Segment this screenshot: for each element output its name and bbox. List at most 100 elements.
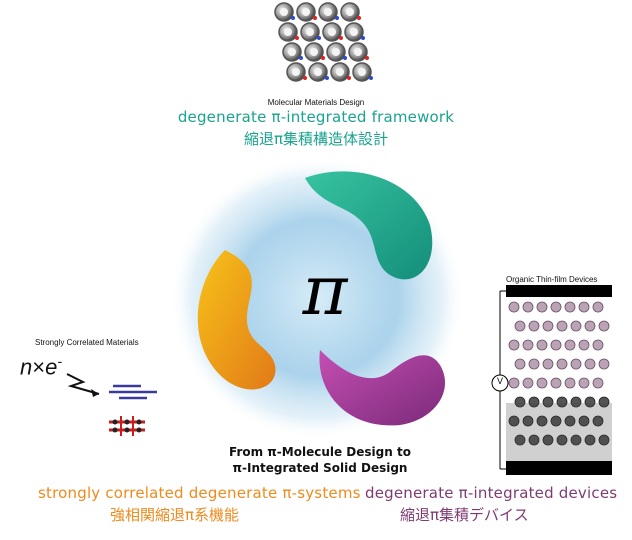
lower-film-region — [506, 403, 612, 461]
electron-formula: n×e- — [20, 353, 62, 380]
formula-e: e — [45, 354, 58, 380]
device-molecule — [556, 358, 568, 370]
framework-pore — [306, 28, 314, 36]
lattice-site — [124, 419, 130, 425]
device-molecule — [578, 377, 590, 389]
voltmeter-icon — [491, 374, 509, 392]
device-molecule — [556, 320, 568, 332]
device-molecule — [598, 434, 610, 446]
correlated-title-en: strongly correlated degenerate π-systems — [38, 484, 361, 502]
lattice-site — [112, 419, 118, 425]
device-molecule — [522, 415, 534, 427]
center-caption-line1: From π-Molecule Design to — [229, 445, 411, 459]
device-molecule — [542, 396, 554, 408]
framework-atom — [365, 56, 369, 60]
correlated-title-jp: 強相関縮退π系機能 — [110, 506, 240, 524]
framework-atom — [343, 56, 347, 60]
device-molecule — [584, 434, 596, 446]
device-molecule — [514, 434, 526, 446]
pi-symbol: π — [302, 252, 348, 331]
device-molecule — [592, 301, 604, 313]
lattice-site — [136, 427, 142, 433]
device-molecule — [556, 396, 568, 408]
device-molecule — [522, 301, 534, 313]
lattice-site — [112, 427, 118, 433]
device-molecule — [508, 377, 520, 389]
lattice-site — [136, 419, 142, 425]
device-molecule — [528, 434, 540, 446]
device-molecule — [542, 358, 554, 370]
framework-atom — [299, 56, 303, 60]
framework-pore — [324, 8, 332, 16]
framework-pore — [336, 68, 344, 76]
molecular-design-caption: Molecular Materials Design — [267, 98, 365, 107]
device-molecule — [592, 377, 604, 389]
device-molecule — [550, 377, 562, 389]
framework-pore — [314, 68, 322, 76]
correlated-materials-caption: Strongly Correlated Materials — [35, 338, 139, 347]
triskelion-emblem — [165, 150, 470, 445]
framework-atom — [335, 16, 339, 20]
device-molecule — [570, 358, 582, 370]
device-molecule — [598, 320, 610, 332]
device-molecule — [536, 415, 548, 427]
framework-atom — [303, 76, 307, 80]
device-molecule — [550, 415, 562, 427]
device-molecule — [564, 377, 576, 389]
device-molecule — [564, 415, 576, 427]
framework-pore — [328, 28, 336, 36]
device-molecule — [584, 320, 596, 332]
device-molecule — [564, 301, 576, 313]
framework-atom — [317, 36, 321, 40]
device-stack-image — [484, 285, 614, 475]
device-molecule — [570, 434, 582, 446]
device-molecule — [550, 301, 562, 313]
device-molecule — [584, 396, 596, 408]
device-molecule — [508, 339, 520, 351]
device-molecule — [528, 358, 540, 370]
device-molecule — [598, 358, 610, 370]
center-caption: From π-Molecule Design to π-Integrated S… — [195, 444, 445, 476]
framework-pore — [346, 8, 354, 16]
framework-pore — [332, 48, 340, 56]
framework-pore — [280, 8, 288, 16]
lattice-site — [124, 427, 130, 433]
arrow-head — [91, 389, 99, 397]
framework-atom — [325, 76, 329, 80]
framework-atom — [357, 16, 361, 20]
device-molecule — [584, 358, 596, 370]
device-molecule — [592, 339, 604, 351]
framework-pore — [284, 28, 292, 36]
thin-film-caption: Organic Thin-film Devices — [506, 275, 598, 284]
purple-blade — [319, 350, 446, 426]
device-molecule — [578, 301, 590, 313]
device-molecule — [514, 396, 526, 408]
device-molecule — [592, 415, 604, 427]
framework-pore — [292, 68, 300, 76]
device-molecule — [528, 320, 540, 332]
device-molecule — [536, 339, 548, 351]
framework-atom — [361, 36, 365, 40]
device-molecule — [542, 320, 554, 332]
bottom-electrode — [506, 461, 612, 475]
center-caption-line2: π-Integrated Solid Design — [232, 461, 408, 475]
device-molecule — [514, 320, 526, 332]
device-molecule — [508, 301, 520, 313]
framework-pore — [350, 28, 358, 36]
device-molecule — [536, 377, 548, 389]
device-molecule — [598, 396, 610, 408]
teal-blade — [305, 171, 433, 280]
device-molecule — [528, 396, 540, 408]
device-molecule — [514, 358, 526, 370]
device-molecule — [542, 434, 554, 446]
device-molecule — [522, 339, 534, 351]
framework-pore — [302, 8, 310, 16]
orange-blade — [197, 250, 276, 390]
device-molecule — [522, 377, 534, 389]
framework-title-jp: 縮退π集積構造体設計 — [243, 130, 389, 148]
framework-atom — [295, 36, 299, 40]
correlated-diagram — [65, 372, 165, 442]
voltage-label: V — [496, 376, 503, 386]
framework-crystal-image — [270, 0, 380, 95]
device-molecule — [550, 339, 562, 351]
